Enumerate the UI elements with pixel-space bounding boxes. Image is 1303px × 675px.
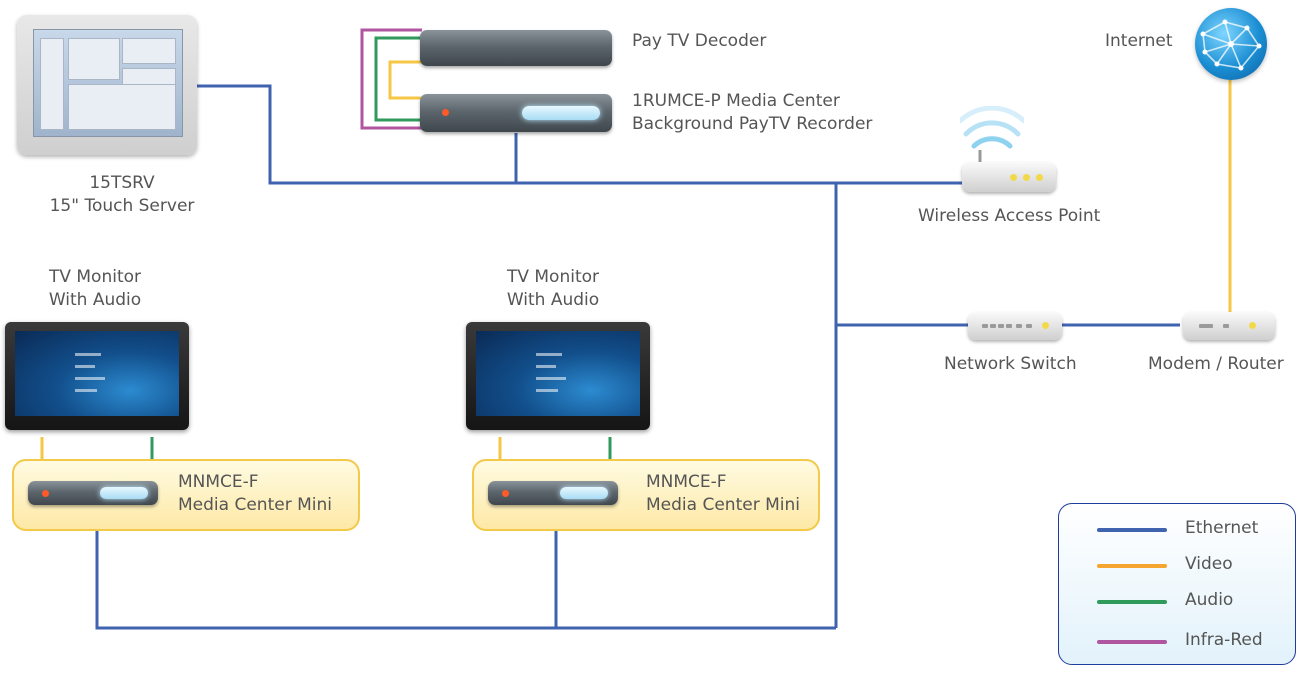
legend-label: Audio [1185, 590, 1234, 610]
touch-server-name: 15" Touch Server [49, 196, 195, 216]
infrared-wire [360, 28, 422, 130]
mini-right-label: MNMCE-F Media Center Mini [646, 471, 800, 517]
legend-swatch [1097, 640, 1167, 644]
media-center-mini-icon [28, 481, 158, 505]
touch-panel-icon [17, 15, 197, 155]
legend-item-ethernet: Ethernet [1059, 516, 1295, 546]
globe-icon [1195, 8, 1267, 80]
media-center-icon [420, 94, 612, 132]
tv-left-line2: With Audio [48, 290, 142, 310]
legend-swatch [1097, 528, 1167, 532]
wireless-router-icon [962, 162, 1056, 192]
legend-item-audio: Audio [1059, 588, 1295, 618]
pay-tv-decoder-label: Pay TV Decoder [632, 31, 767, 51]
legend: Ethernet Video Audio Infra-Red [1058, 503, 1296, 665]
network-switch-label: Network Switch [944, 354, 1077, 374]
internet-label: Internet [1105, 31, 1173, 51]
mini-left-model: MNMCE-F [178, 472, 259, 492]
media-center-model: 1RUMCE-P Media Center [632, 91, 840, 111]
mini-left-label: MNMCE-F Media Center Mini [178, 471, 332, 517]
legend-label: Ethernet [1185, 518, 1259, 538]
modem-label: Modem / Router [1148, 354, 1284, 374]
wifi-signal-icon [960, 106, 1024, 162]
tv-right-line1: TV Monitor [506, 267, 600, 287]
mini-right-name: Media Center Mini [646, 495, 800, 515]
legend-label: Video [1185, 554, 1233, 574]
legend-item-infrared: Infra-Red [1059, 628, 1295, 658]
audio-wire [374, 36, 422, 122]
tv-left-line1: TV Monitor [48, 267, 142, 287]
network-switch-icon [968, 312, 1062, 340]
tv-right-line2: With Audio [506, 290, 600, 310]
mini-right-model: MNMCE-F [646, 472, 727, 492]
modem-icon [1183, 312, 1275, 340]
touch-server-model: 15TSRV [89, 173, 155, 193]
tv-monitor-icon [5, 322, 189, 430]
decoder-box-icon [420, 30, 612, 66]
tv-left-label: TV Monitor With Audio [10, 266, 180, 312]
touch-server-label: 15TSRV 15" Touch Server [17, 172, 227, 218]
wap-label: Wireless Access Point [918, 206, 1101, 226]
media-center-name: Background PayTV Recorder [632, 114, 873, 134]
legend-swatch [1097, 564, 1167, 568]
tv-monitor-icon [466, 322, 650, 430]
video-wire [388, 60, 422, 100]
legend-swatch [1097, 600, 1167, 604]
tv-right-label: TV Monitor With Audio [468, 266, 638, 312]
media-center-mini-icon [488, 481, 618, 505]
legend-label: Infra-Red [1185, 630, 1263, 650]
media-center-label: 1RUMCE-P Media Center Background PayTV R… [632, 90, 872, 136]
legend-item-video: Video [1059, 552, 1295, 582]
mini-left-name: Media Center Mini [178, 495, 332, 515]
